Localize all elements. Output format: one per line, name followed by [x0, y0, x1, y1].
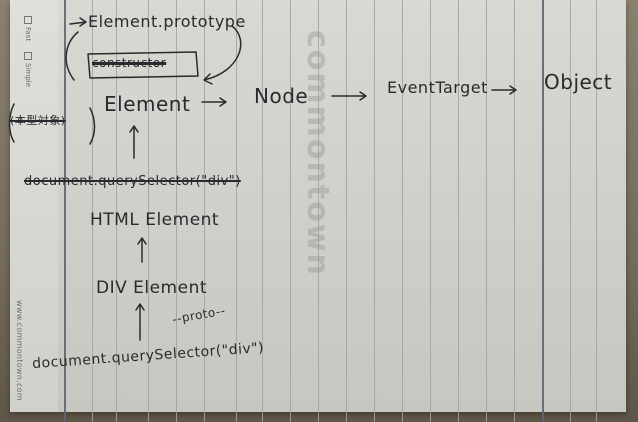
ruled-line — [430, 0, 431, 422]
ruled-line — [346, 0, 347, 422]
ruled-line — [458, 0, 459, 422]
ruled-line — [290, 0, 291, 422]
note-object: Object — [544, 70, 613, 94]
checkbox-simple-label: Simple — [24, 63, 32, 87]
note-crossed-left: (本型対象) — [10, 114, 66, 127]
note-html-element: HTML Element — [90, 210, 220, 230]
note-node: Node — [254, 84, 309, 108]
checkbox-simple: Simple — [24, 52, 32, 87]
note-element: Element — [104, 92, 191, 116]
ruled-line — [92, 0, 93, 422]
checkbox-icon — [24, 16, 32, 24]
ruled-line — [596, 0, 597, 422]
ruled-line — [374, 0, 375, 422]
side-url: www.commontown.com — [15, 300, 24, 401]
note-event-target: EventTarget — [387, 78, 488, 97]
ruled-line — [204, 0, 205, 422]
ruled-line — [176, 0, 177, 422]
checkbox-fast-label: Fast — [24, 27, 32, 42]
ruled-line — [514, 0, 515, 422]
note-div-element: DIV Element — [96, 278, 208, 298]
note-crossed-query: document.querySelector("div") — [24, 174, 241, 189]
ruled-line — [116, 0, 117, 422]
ruled-line — [262, 0, 263, 422]
ruled-line — [570, 0, 571, 422]
note-crossed-constructor: constructor — [92, 56, 167, 70]
checkbox-fast: Fast — [24, 16, 32, 41]
page-margin — [10, 0, 58, 412]
ruled-line — [148, 0, 149, 422]
ruled-line — [236, 0, 237, 422]
checkbox-icon — [24, 52, 32, 60]
ruled-line — [542, 0, 544, 422]
ruled-line — [402, 0, 403, 422]
watermark-text: commontown — [300, 30, 335, 277]
note-element-prototype: Element.prototype — [88, 12, 246, 31]
ruled-line — [318, 0, 319, 422]
ruled-line — [486, 0, 487, 422]
ruled-line — [64, 0, 66, 422]
